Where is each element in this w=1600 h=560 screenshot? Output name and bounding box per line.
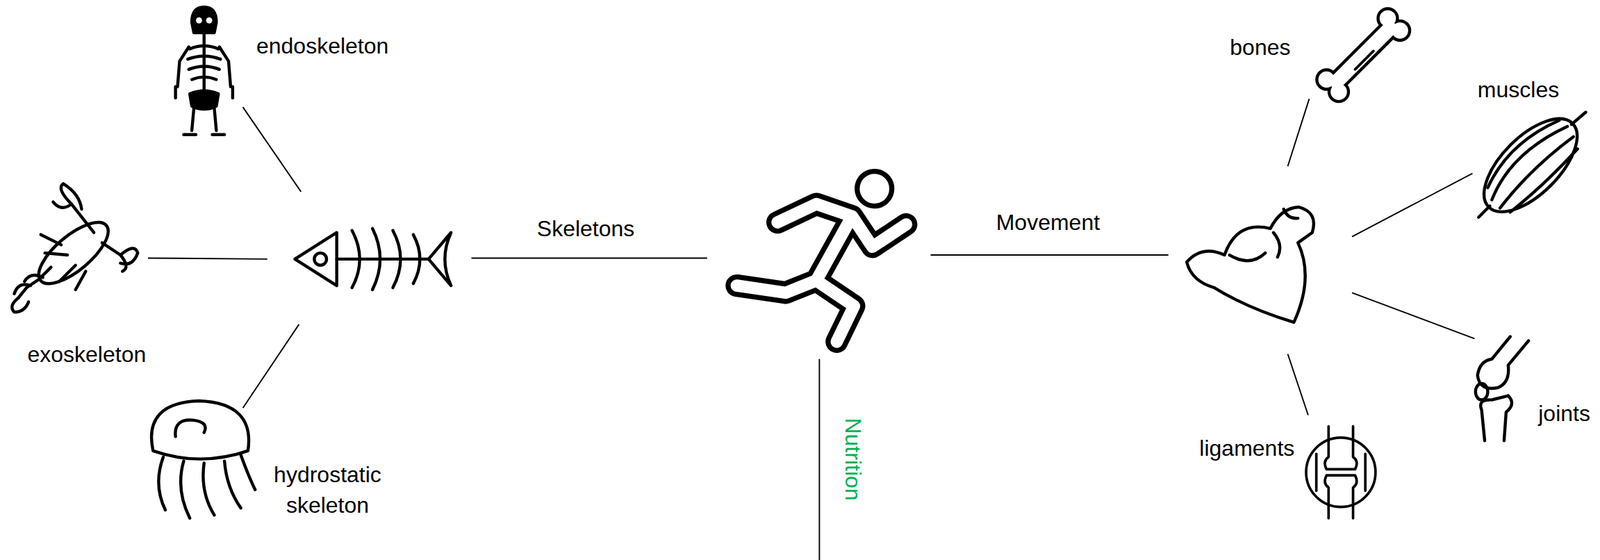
fish-skeleton-icon (336, 257, 429, 261)
fish-skeleton-icon (294, 228, 451, 290)
skeleton-icon (189, 91, 219, 110)
ligament-icon (1324, 475, 1357, 519)
muscle-icon (1468, 103, 1594, 228)
skeleton-icon (175, 6, 233, 135)
labelled-icon: joints (1469, 331, 1598, 444)
fish-skeleton-icon (372, 228, 381, 290)
lobster-icon (40, 234, 87, 290)
arm-icon (1229, 209, 1298, 261)
leader-line (243, 106, 302, 192)
bone-icon (1336, 28, 1390, 82)
labelled-icon: bones (1193, 2, 1414, 105)
fish-skeleton-icon (392, 230, 401, 288)
jellyfish-icon (158, 455, 255, 519)
leader-lines (147, 98, 1475, 560)
labelled-icon: muscles (1469, 71, 1598, 225)
fish-skeleton-icon (428, 232, 451, 286)
joint-icon (1491, 396, 1509, 401)
muscle-icon (1468, 103, 1594, 228)
bone-icon (1336, 28, 1390, 82)
leader-line (1288, 98, 1310, 167)
lobster-icon (11, 183, 138, 312)
icon-label: bones (1229, 31, 1291, 62)
branch-line (930, 254, 1169, 256)
joint-icon (1480, 396, 1512, 442)
skeleton-icon (187, 45, 221, 80)
labelled-icon: hydrostatic skeleton (143, 398, 394, 523)
joint-icon (1477, 336, 1529, 389)
lobster-icon (29, 211, 118, 294)
bone-icon (1355, 50, 1374, 69)
runner-icon (736, 171, 906, 342)
fish-skeleton-icon (413, 234, 421, 284)
leader-line (243, 324, 300, 408)
joint-icon (1475, 383, 1489, 400)
labelled-icon: endoskeleton (168, 2, 398, 141)
lobster-icon (52, 183, 94, 233)
icon-label: exoskeleton (27, 339, 146, 370)
icon-label: ligaments (1199, 432, 1295, 464)
lobster-icon (14, 267, 52, 299)
skeleton-icon (206, 17, 213, 24)
jellyfish-icon (175, 420, 205, 437)
leader-line (147, 257, 268, 259)
leader-line (1351, 292, 1475, 339)
jellyfish-icon (151, 400, 255, 519)
icon-label: joints (1538, 398, 1591, 429)
lobster-icon (102, 242, 138, 271)
labelled-icon: exoskeleton (4, 181, 153, 371)
leader-line (1288, 353, 1309, 415)
ligament-icon (1306, 426, 1376, 519)
ligament-icon (1306, 437, 1376, 508)
icon-label: endoskeleton (256, 30, 389, 62)
runner-icon (736, 204, 906, 342)
muscle-icon (1571, 111, 1587, 125)
skeleton-icon (177, 47, 231, 87)
icon-label: hydrostatic skeleton (261, 459, 394, 521)
branch-label: Movement (996, 209, 1100, 236)
branch-label: Nutrition (839, 417, 867, 501)
runner-icon (857, 171, 893, 207)
fish-skeleton-icon (314, 252, 327, 266)
ligament-icon (1316, 453, 1366, 491)
fish-skeleton-icon (352, 230, 360, 288)
labelled-icon: ligaments (1193, 420, 1377, 525)
arm-icon (1186, 207, 1314, 323)
skeleton-icon (191, 108, 217, 131)
branch-line (471, 257, 708, 259)
branch-label: Skeletons (537, 215, 635, 242)
ligament-icon (1324, 426, 1357, 470)
skeleton-icon (195, 17, 203, 24)
joint-icon (1475, 336, 1529, 441)
jellyfish-icon (151, 400, 249, 460)
leader-line (1351, 173, 1473, 237)
skeleton-icon (191, 6, 217, 33)
fish-skeleton-icon (294, 232, 337, 286)
lobster-icon (11, 298, 29, 313)
branch-line (818, 359, 820, 560)
runner-icon (736, 204, 906, 342)
skeleton-icon (183, 133, 225, 137)
icon-label: muscles (1477, 74, 1560, 105)
muscle-icon (1487, 120, 1578, 212)
bone-icon (1315, 6, 1412, 103)
arm-icon (1186, 207, 1314, 323)
muscle-icon (1478, 206, 1490, 218)
